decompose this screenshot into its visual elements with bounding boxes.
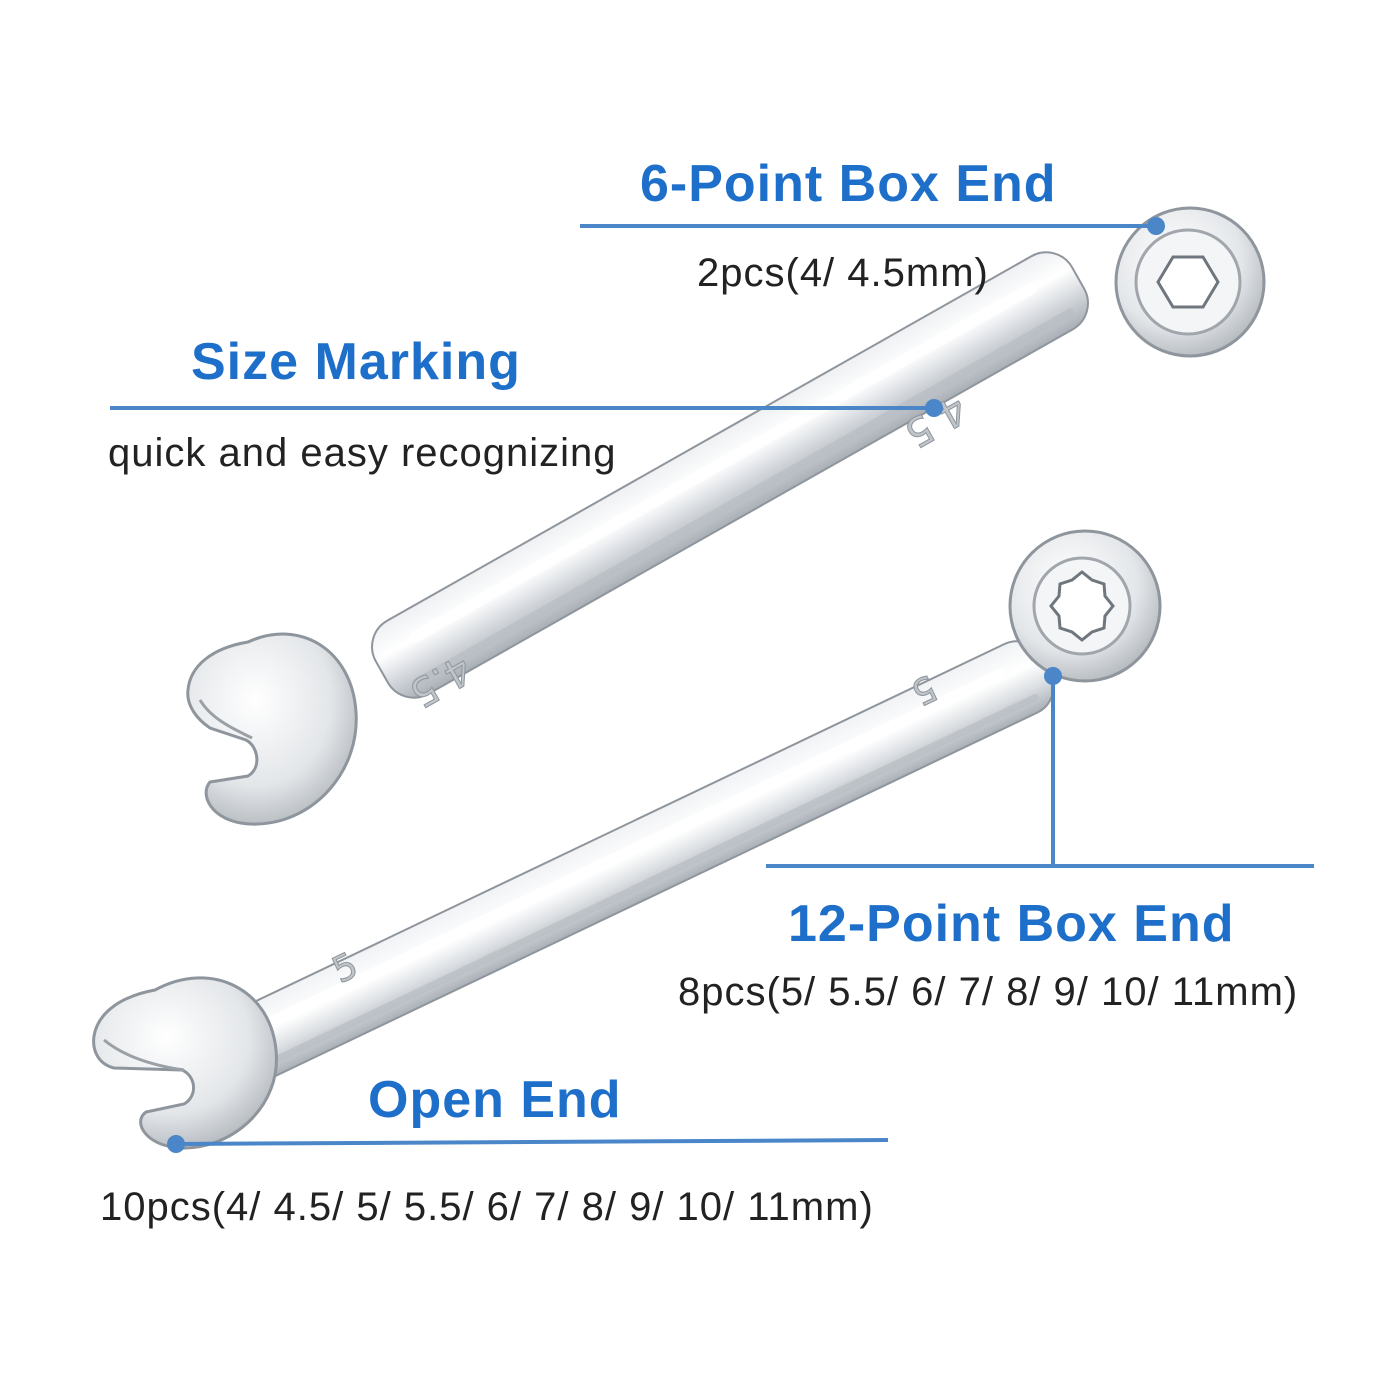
size-marking-leader-dot bbox=[925, 399, 943, 417]
twelve-point-leader-dot bbox=[1044, 667, 1062, 685]
six-point-leader-dot bbox=[1147, 217, 1165, 235]
twelve-point-box-end-desc: 8pcs(5/ 5.5/ 6/ 7/ 8/ 9/ 10/ 11mm) bbox=[678, 970, 1299, 1014]
open-end-leader-line bbox=[175, 1138, 889, 1146]
six-point-box-end-title: 6-Point Box End bbox=[640, 155, 1057, 213]
callout-lines bbox=[110, 217, 1314, 1153]
six-point-box-end-desc: 2pcs(4/ 4.5mm) bbox=[697, 251, 989, 295]
wrench-twelve-point-icon: 5 5 bbox=[92, 529, 1162, 1150]
open-end-desc: 10pcs(4/ 4.5/ 5/ 5.5/ 6/ 7/ 8/ 9/ 10/ 11… bbox=[100, 1185, 874, 1229]
size-marking-title: Size Marking bbox=[191, 333, 521, 391]
wrench-six-point-icon: 4.5 4.5 bbox=[186, 206, 1266, 826]
twelve-point-box-end-title: 12-Point Box End bbox=[788, 895, 1235, 953]
size-marking-desc: quick and easy recognizing bbox=[108, 431, 617, 475]
open-end-title: Open End bbox=[368, 1071, 622, 1129]
twelve-point-socket-icon bbox=[1049, 570, 1115, 642]
open-end-leader-dot bbox=[167, 1135, 185, 1153]
